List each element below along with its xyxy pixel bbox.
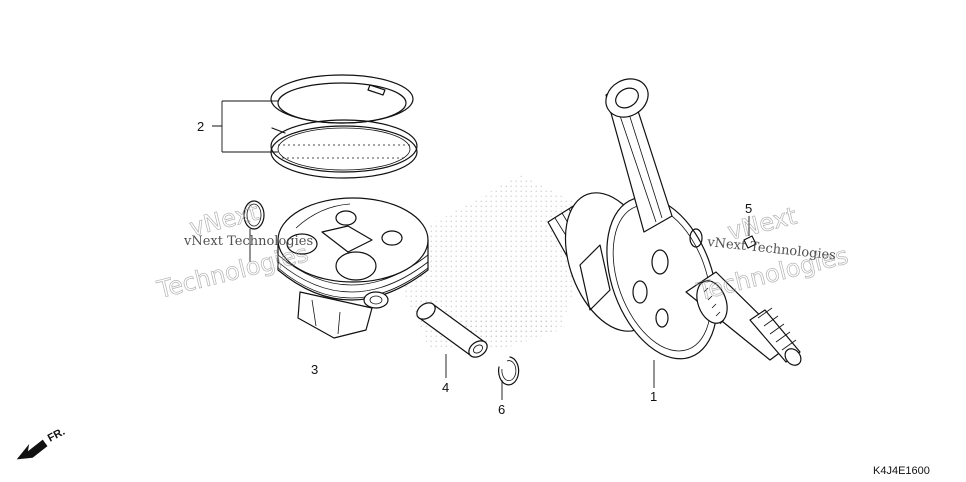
callout-6: 6 (498, 402, 505, 417)
front-direction-arrow: FR. (16, 426, 67, 460)
front-direction-label: FR. (46, 426, 67, 445)
callout-2-leader (212, 100, 278, 153)
diagram-code: K4J4E1600 (873, 465, 930, 477)
watermark-right: vNext Technologies vNext Technologies (693, 201, 851, 306)
piston-pin-clip (498, 356, 520, 386)
svg-text:vNext Technologies: vNext Technologies (183, 234, 313, 249)
piston-pin (416, 302, 488, 358)
callout-5: 5 (745, 201, 752, 216)
crankshaft (547, 78, 802, 366)
piston (277, 197, 429, 339)
callout-2: 2 (197, 119, 204, 134)
callout-3: 3 (311, 362, 318, 377)
crankshaft-gear (696, 279, 728, 325)
svg-text:Technologies: Technologies (154, 239, 311, 304)
callout-4: 4 (442, 380, 449, 395)
piston-rings (270, 74, 418, 179)
callout-1: 1 (650, 389, 657, 404)
watermark-left: vNext Technologies vNext Technologies (153, 197, 313, 304)
piston-pin-clip-left (243, 200, 265, 262)
